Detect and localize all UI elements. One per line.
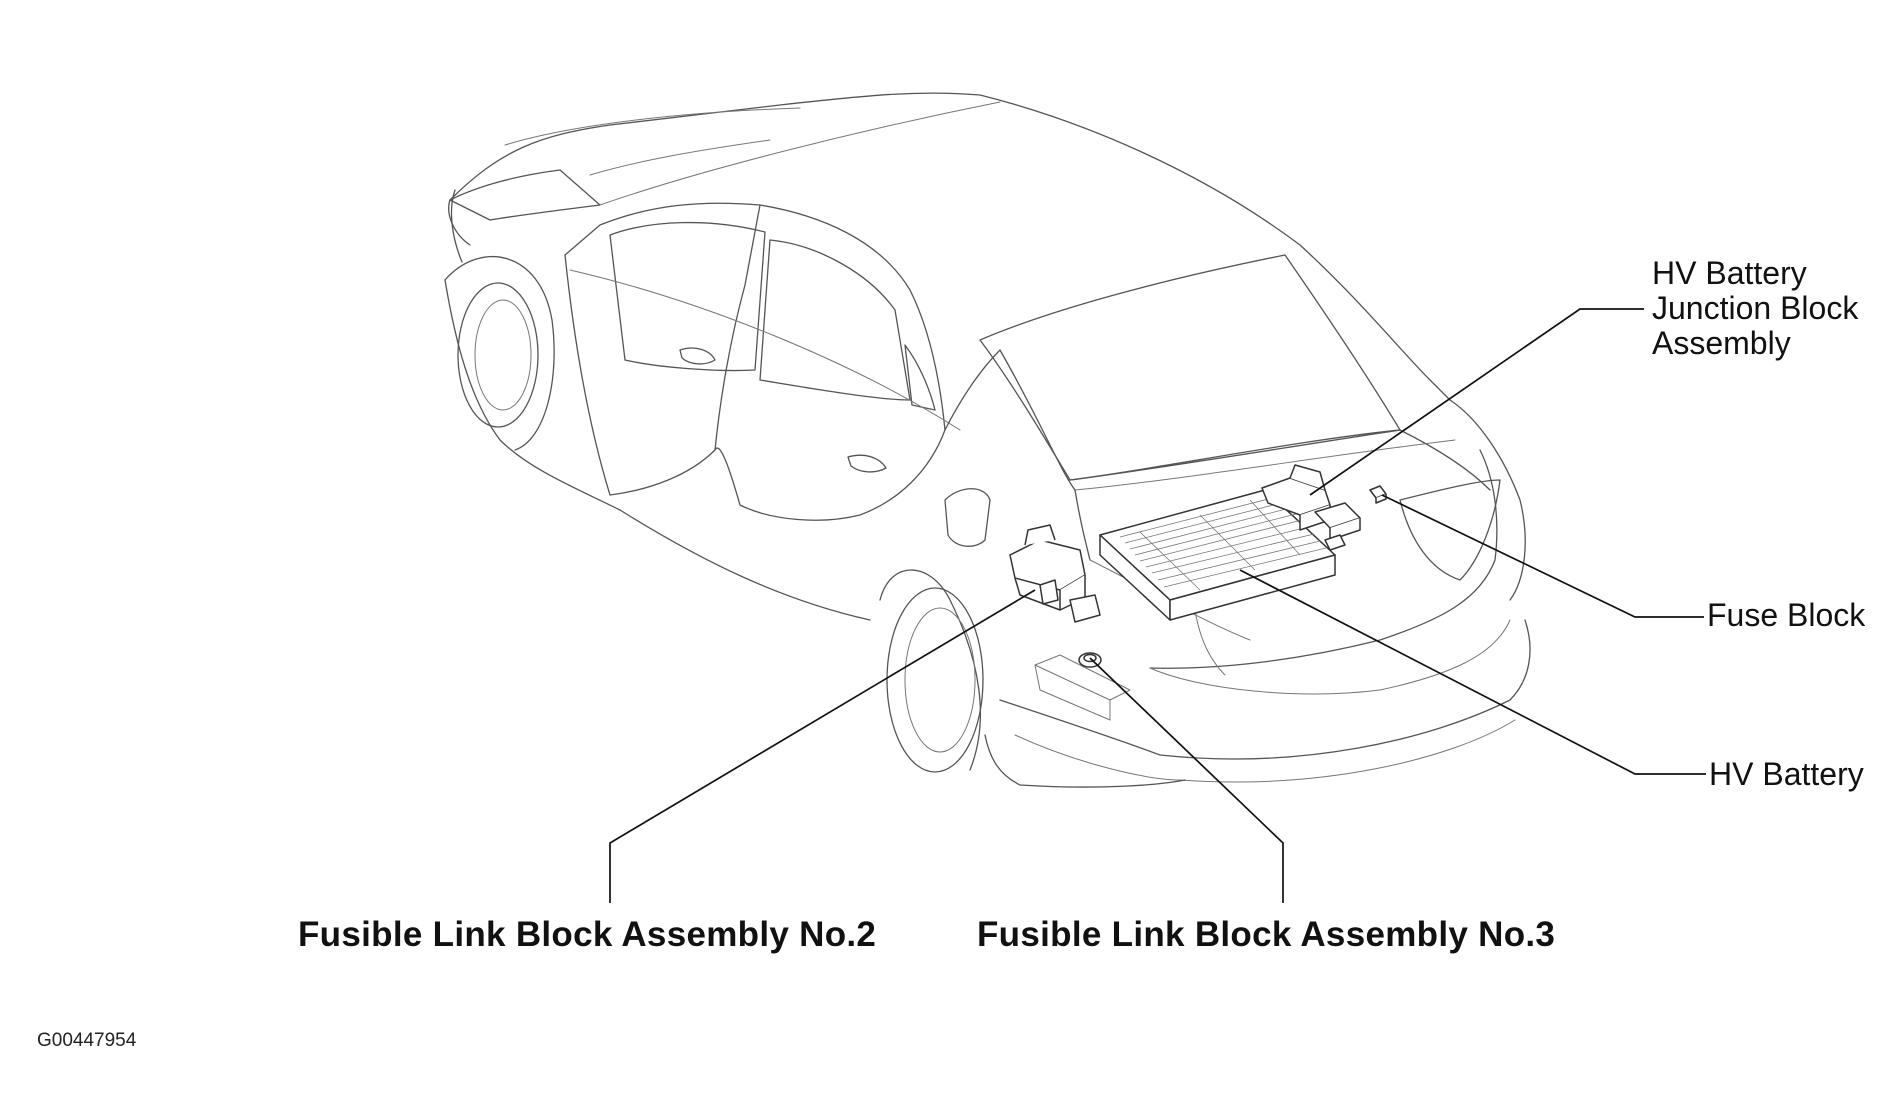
- hv-battery-junction-block-component: [1261, 464, 1361, 551]
- label-hv-battery-junction-block: HV Battery Junction Block Assembly: [1652, 256, 1858, 361]
- label-fuse-block: Fuse Block: [1707, 597, 1866, 633]
- fuse-block-component: [1369, 485, 1387, 504]
- fusible-link-block-no2-component: [1009, 524, 1101, 623]
- label-fusible-link-block-no3: Fusible Link Block Assembly No.3: [977, 915, 1556, 954]
- leader-lines: [609, 308, 1706, 903]
- label-hv-battery-junction-block-line-1: HV Battery: [1652, 255, 1807, 291]
- leader-hv-battery: [1239, 569, 1706, 775]
- vehicle-outline: [444, 92, 1531, 788]
- label-hv-battery: HV Battery: [1709, 756, 1864, 792]
- leader-fusible-link-no3: [1089, 657, 1284, 903]
- leader-fusible-link-no2: [609, 589, 1036, 903]
- leader-fuse-block: [1381, 494, 1704, 618]
- figure-id: G00447954: [37, 1030, 137, 1051]
- label-hv-battery-junction-block-line-3: Assembly: [1652, 325, 1791, 361]
- label-fusible-link-block-no2: Fusible Link Block Assembly No.2: [298, 915, 877, 954]
- hv-battery-component: [1099, 489, 1336, 621]
- leader-hv-battery-junction-block: [1309, 308, 1644, 496]
- label-hv-battery-junction-block-line-2: Junction Block: [1652, 290, 1859, 326]
